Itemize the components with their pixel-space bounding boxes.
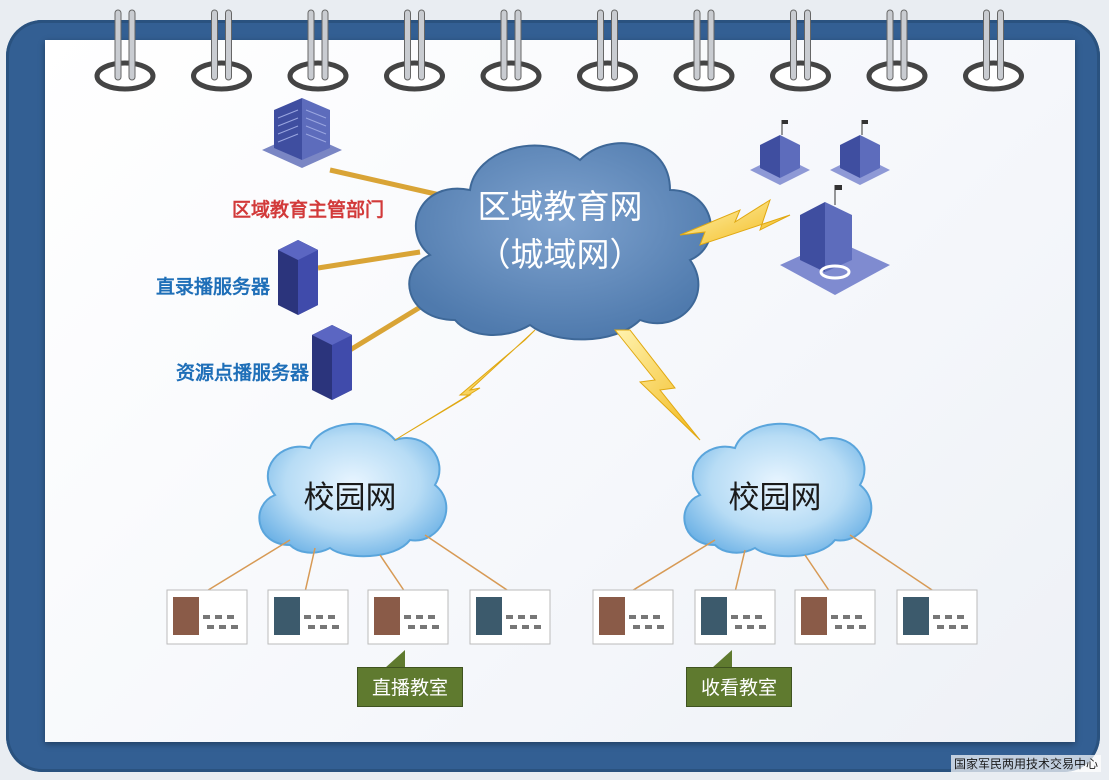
label-vod-server: 资源点播服务器: [176, 362, 310, 384]
binding-ring: [577, 9, 638, 92]
classroom-thumbnail: [694, 589, 776, 645]
campus-left-label: 校园网: [303, 480, 397, 516]
classroom-thumbnails: [166, 589, 978, 645]
bolt-to-left-campus: [394, 329, 536, 441]
vod-server-icon: [312, 325, 352, 400]
classroom-links: [204, 534, 936, 593]
classroom-thumbnail: [794, 589, 876, 645]
link-live-server: [317, 249, 421, 271]
classroom-thumbnail: [166, 589, 248, 645]
campus-right-label: 校园网: [728, 480, 822, 516]
classroom-thumbnail: [267, 589, 349, 645]
lightning-bolts: [394, 198, 791, 441]
spiral-binding: [94, 9, 1024, 92]
watch-tag-pointer: [712, 650, 732, 668]
live-server-icon: [278, 240, 318, 315]
classroom-thumbnail: [592, 589, 674, 645]
main-cloud-subtitle: （城域网）: [477, 235, 643, 274]
campus-cloud-right: [683, 422, 873, 558]
label-live-server: 直录播服务器: [156, 276, 271, 298]
classroom-thumbnail: [367, 589, 449, 645]
label-education-dept: 区域教育主管部门: [232, 199, 385, 221]
bolt-to-schools: [679, 198, 791, 246]
school-buildings-icon: [750, 120, 890, 295]
binding-ring: [963, 9, 1024, 92]
binding-ring: [94, 9, 156, 92]
binding-ring: [287, 9, 349, 92]
binding-ring: [770, 9, 831, 92]
bolt-to-right-campus: [613, 329, 701, 441]
classroom-thumbnail: [469, 589, 551, 645]
live-tag-pointer: [385, 650, 405, 668]
main-cloud-title: 区域教育网: [477, 187, 643, 226]
binding-ring: [480, 9, 542, 92]
watch-classroom-tag: 收看教室: [686, 667, 793, 707]
binding-ring: [191, 9, 252, 92]
live-classroom-tag: 直播教室: [357, 667, 464, 707]
campus-cloud-left: [258, 422, 448, 558]
watermark: 国家军民两用技术交易中心: [950, 755, 1101, 772]
classroom-thumbnail: [896, 589, 978, 645]
binding-ring: [866, 9, 928, 92]
binding-ring: [384, 9, 445, 92]
link-dept: [329, 167, 441, 198]
metro-network-cloud: [408, 142, 713, 341]
binding-ring: [673, 9, 735, 92]
education-dept-building-icon: [262, 98, 342, 168]
